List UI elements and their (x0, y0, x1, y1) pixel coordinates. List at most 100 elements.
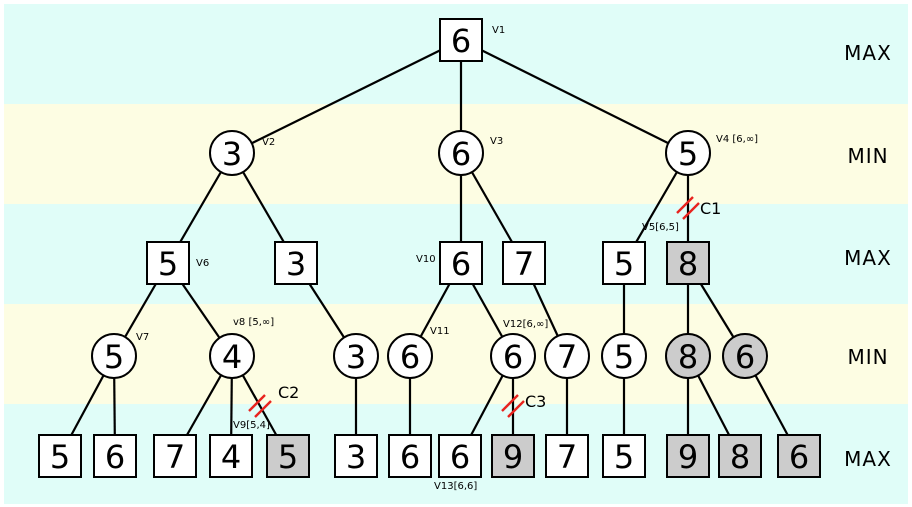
node-circle (722, 333, 768, 379)
node-value: 6 (451, 245, 471, 283)
level-label-max: MAX (844, 447, 892, 471)
min-node-n19: 6 (722, 333, 768, 379)
node-square (438, 434, 482, 478)
max-node-n26: 6 (388, 434, 432, 478)
max-node-n21: 6 (93, 434, 137, 478)
node-label: V6 (196, 258, 209, 269)
node-label: V9[5,4] (233, 420, 270, 431)
node-circle (333, 333, 379, 379)
max-node-n31: 9 (666, 434, 710, 478)
max-node-n22: 7 (153, 434, 197, 478)
node-circle (490, 333, 536, 379)
node-label: V4 [6,∞] (716, 134, 758, 145)
node-value: 6 (735, 338, 755, 376)
cut-slash (248, 394, 266, 412)
node-square (388, 434, 432, 478)
max-node-n10: 8 (666, 241, 710, 285)
node-square (545, 434, 589, 478)
cut-slash (676, 196, 694, 214)
cut-slash (507, 400, 525, 418)
node-value: 7 (557, 438, 577, 476)
level-labels: MAX MIN MAX MIN MAX (844, 41, 892, 471)
node-value: 8 (678, 245, 698, 283)
cut-slash (682, 202, 700, 220)
node-value: 5 (104, 338, 124, 376)
node-value: 9 (503, 438, 523, 476)
node-square (334, 434, 378, 478)
level-band-4 (4, 304, 908, 404)
min-node-n11: 5 V7 (91, 332, 149, 379)
node-value: 7 (514, 245, 534, 283)
node-square (93, 434, 137, 478)
level-label-min: MIN (847, 144, 888, 168)
cut-mark-c3: C3 (501, 392, 546, 418)
node-value: 5 (614, 245, 634, 283)
min-node-n12: 4 v8 [5,∞] (209, 317, 274, 379)
max-node-n20: 5 (38, 434, 82, 478)
node-square (209, 434, 253, 478)
max-node-n24: 5 (266, 434, 310, 478)
node-square (146, 241, 190, 285)
max-node-n28: 9 (491, 434, 535, 478)
node-square (666, 434, 710, 478)
node-label: V11 (430, 326, 450, 337)
max-node-n23: 4 V9[5,4] (209, 420, 270, 478)
node-square (666, 241, 710, 285)
max-node-n25: 3 (334, 434, 378, 478)
node-value: 4 (222, 338, 242, 376)
node-square (491, 434, 535, 478)
node-value: 3 (346, 338, 366, 376)
edge-n1-n2 (231, 39, 462, 154)
node-value: 6 (105, 438, 125, 476)
node-value: 8 (678, 338, 698, 376)
node-value: 4 (221, 438, 241, 476)
min-node-n13: 3 (333, 333, 379, 379)
cut-label-c2: C2 (278, 383, 299, 402)
level-label-min: MIN (847, 345, 888, 369)
min-node-n16: 7 (544, 333, 590, 379)
node-value: 3 (222, 135, 242, 173)
max-node-n30: 5 (602, 434, 646, 478)
max-node-n9: 5V5[6,5] (602, 222, 679, 285)
node-value: 6 (400, 338, 420, 376)
node-value: 6 (450, 438, 470, 476)
node-value: 6 (400, 438, 420, 476)
level-label-max: MAX (844, 246, 892, 270)
node-value: 3 (286, 245, 306, 283)
max-node-n29: 7 (545, 434, 589, 478)
node-value: 5 (614, 438, 634, 476)
cut-slash (501, 394, 519, 412)
node-value: 5 (614, 338, 634, 376)
node-square (777, 434, 821, 478)
node-square (439, 241, 483, 285)
node-label: V12[6,∞] (503, 319, 548, 330)
node-square (602, 241, 646, 285)
node-circle (665, 333, 711, 379)
node-label: v8 [5,∞] (233, 317, 274, 328)
min-node-n18: 8 (665, 333, 711, 379)
node-square (602, 434, 646, 478)
max-node-n8: 7 (502, 241, 546, 285)
node-label: V1 (492, 25, 505, 36)
node-circle (665, 130, 711, 176)
node-value: 6 (451, 22, 471, 60)
edge-n1-n4 (460, 39, 689, 154)
max-node-n32: 8 (718, 434, 762, 478)
node-value: 9 (678, 438, 698, 476)
node-square (38, 434, 82, 478)
node-circle (544, 333, 590, 379)
node-value: 5 (278, 438, 298, 476)
min-node-n14: 6 V11 (387, 326, 450, 379)
node-label: V7 (136, 332, 149, 343)
node-value: 7 (165, 438, 185, 476)
max-node-n6: 3 (274, 241, 318, 285)
level-label-max: MAX (844, 41, 892, 65)
max-node-n33: 6 (777, 434, 821, 478)
